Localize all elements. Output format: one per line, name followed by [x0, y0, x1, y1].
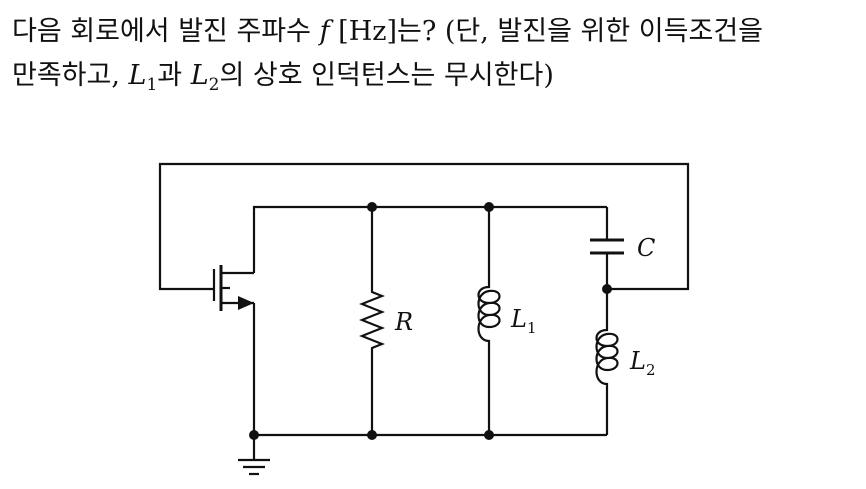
inductor-l1-label: L1 [510, 305, 536, 337]
resistor-R [359, 207, 385, 435]
question-line-1: 다음 회로에서 발진 주파수 f [Hz]는? (단, 발진을 위한 이득조건을 [12, 10, 858, 54]
inductor-l2-subscript: 2 [646, 361, 656, 379]
l1-symbol: L [128, 60, 147, 91]
question-line2-part-b: 의 상호 인덕턴스는 무시한다) [219, 60, 554, 91]
resistor-label: R [394, 308, 413, 336]
l2-symbol: L [190, 60, 209, 91]
capacitor-label: C [637, 234, 655, 262]
junction-dot [367, 202, 377, 212]
inductor-l2-label: L2 [629, 347, 655, 379]
bottom-rail [252, 303, 607, 437]
question-line1-part-a: 다음 회로에서 발진 주파수 [12, 16, 320, 47]
mosfet-transistor [212, 265, 254, 311]
inductor-l2-letter: L [629, 347, 646, 375]
top-rail [252, 205, 607, 273]
question-line1-part-b: [Hz]는? (단, 발진을 위한 이득조건을 [329, 16, 764, 47]
capacitor-C [590, 207, 624, 289]
source-arrow-icon [238, 296, 254, 310]
question-text: 다음 회로에서 발진 주파수 f [Hz]는? (단, 발진을 위한 이득조건을… [12, 10, 858, 107]
junction-dot [249, 430, 259, 440]
l2-subscript: 2 [208, 75, 220, 95]
inductor-l1-subscript: 1 [527, 319, 537, 337]
inductor-L2 [595, 289, 619, 435]
junction-dot [367, 430, 377, 440]
junction-dot [484, 430, 494, 440]
frequency-symbol: f [319, 16, 330, 47]
l1-subscript: 1 [146, 75, 158, 95]
question-line2-mid: 과 [157, 60, 191, 91]
junction-dot [484, 202, 494, 212]
question-line-2: 만족하고, L1과 L2의 상호 인덕턴스는 무시한다) [12, 54, 858, 107]
feedback-wire [158, 162, 690, 291]
question-line2-part-a: 만족하고, [12, 60, 129, 91]
junction-dot [602, 284, 612, 294]
ground-symbol [238, 435, 270, 476]
inductor-l1-letter: L [510, 305, 527, 333]
inductor-L1 [477, 207, 501, 435]
